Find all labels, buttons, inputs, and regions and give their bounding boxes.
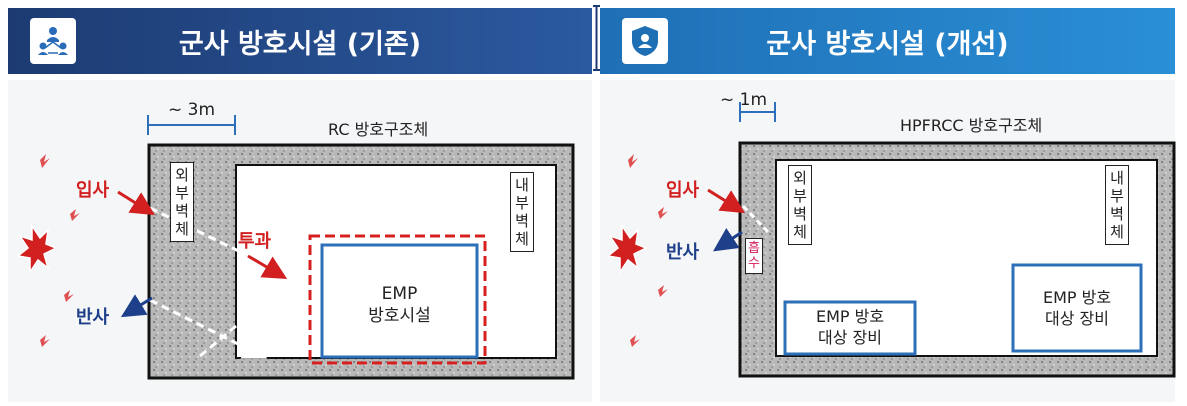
shield-user-icon <box>622 18 668 64</box>
left-panel: 군사 방호시설 (기존) <box>0 0 593 402</box>
reflection-label: 반사 <box>76 307 110 328</box>
emp-equip-large-box <box>1011 263 1143 353</box>
scale-label: ~ 1m <box>720 90 768 110</box>
scale-bar <box>147 115 236 135</box>
left-diagram <box>16 115 575 380</box>
scale-bar <box>739 102 776 122</box>
spark-icons <box>40 154 80 347</box>
structure-label: HPFRCC 방호구조체 <box>900 116 1043 135</box>
explosion-icon <box>606 223 648 275</box>
panel-divider <box>593 0 600 402</box>
structure-label: RC 방호구조체 <box>328 120 429 139</box>
right-header: 군사 방호시설 (개선) <box>600 8 1175 74</box>
right-panel: 군사 방호시설 (개선) <box>600 0 1187 402</box>
right-diagram <box>606 102 1176 378</box>
right-title: 군사 방호시설 (개선) <box>766 28 1009 60</box>
reflection-label: 반사 <box>666 242 700 263</box>
transmission-label: 투과 <box>238 231 272 252</box>
left-title: 군사 방호시설 (기존) <box>178 28 422 60</box>
incident-arrow <box>707 188 746 214</box>
incident-label: 입사 <box>76 180 110 201</box>
emp-facility-box <box>320 243 479 359</box>
scale-label: ~ 3m <box>168 100 216 120</box>
emp-dashed-boundary <box>308 234 487 365</box>
incident-arrow <box>117 190 156 216</box>
reflection-arrow <box>120 294 153 318</box>
emp-equip-small-box <box>783 300 917 356</box>
transmission-arrow <box>247 254 288 280</box>
people-network-icon <box>30 18 76 64</box>
incident-label: 입사 <box>666 180 700 201</box>
spark-icons <box>628 154 668 347</box>
left-header: 군사 방호시설 (기존) <box>8 8 592 74</box>
reflection-arrow <box>713 228 743 252</box>
explosion-icon <box>16 223 58 275</box>
